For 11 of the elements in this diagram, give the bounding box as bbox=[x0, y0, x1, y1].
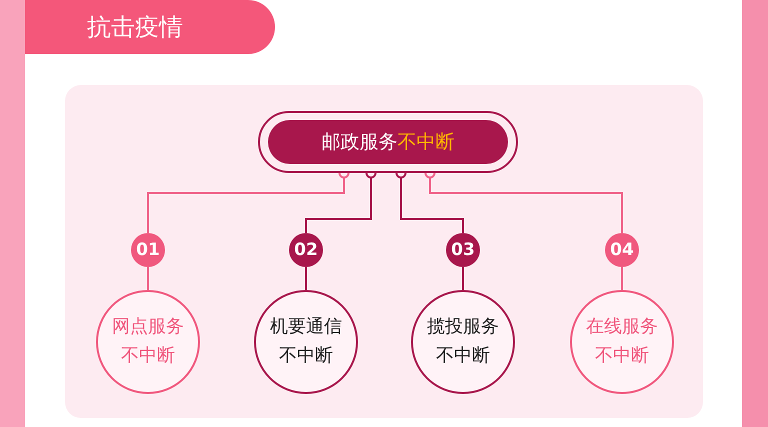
heading-text: 邮政服务 bbox=[322, 130, 398, 155]
connector-line bbox=[462, 267, 464, 290]
service-text: 网点服务不中断 bbox=[111, 315, 185, 368]
service-text: 在线服务不中断 bbox=[585, 315, 659, 368]
connector-line bbox=[621, 267, 623, 290]
connector-line bbox=[147, 267, 149, 290]
service-text: 揽投服务不中断 bbox=[426, 315, 500, 368]
connector-line bbox=[305, 267, 307, 290]
heading-text: 不中断 bbox=[398, 130, 454, 155]
service-text: 机要通信不中断 bbox=[269, 315, 343, 368]
title-tab: 抗击疫情 bbox=[25, 0, 275, 54]
